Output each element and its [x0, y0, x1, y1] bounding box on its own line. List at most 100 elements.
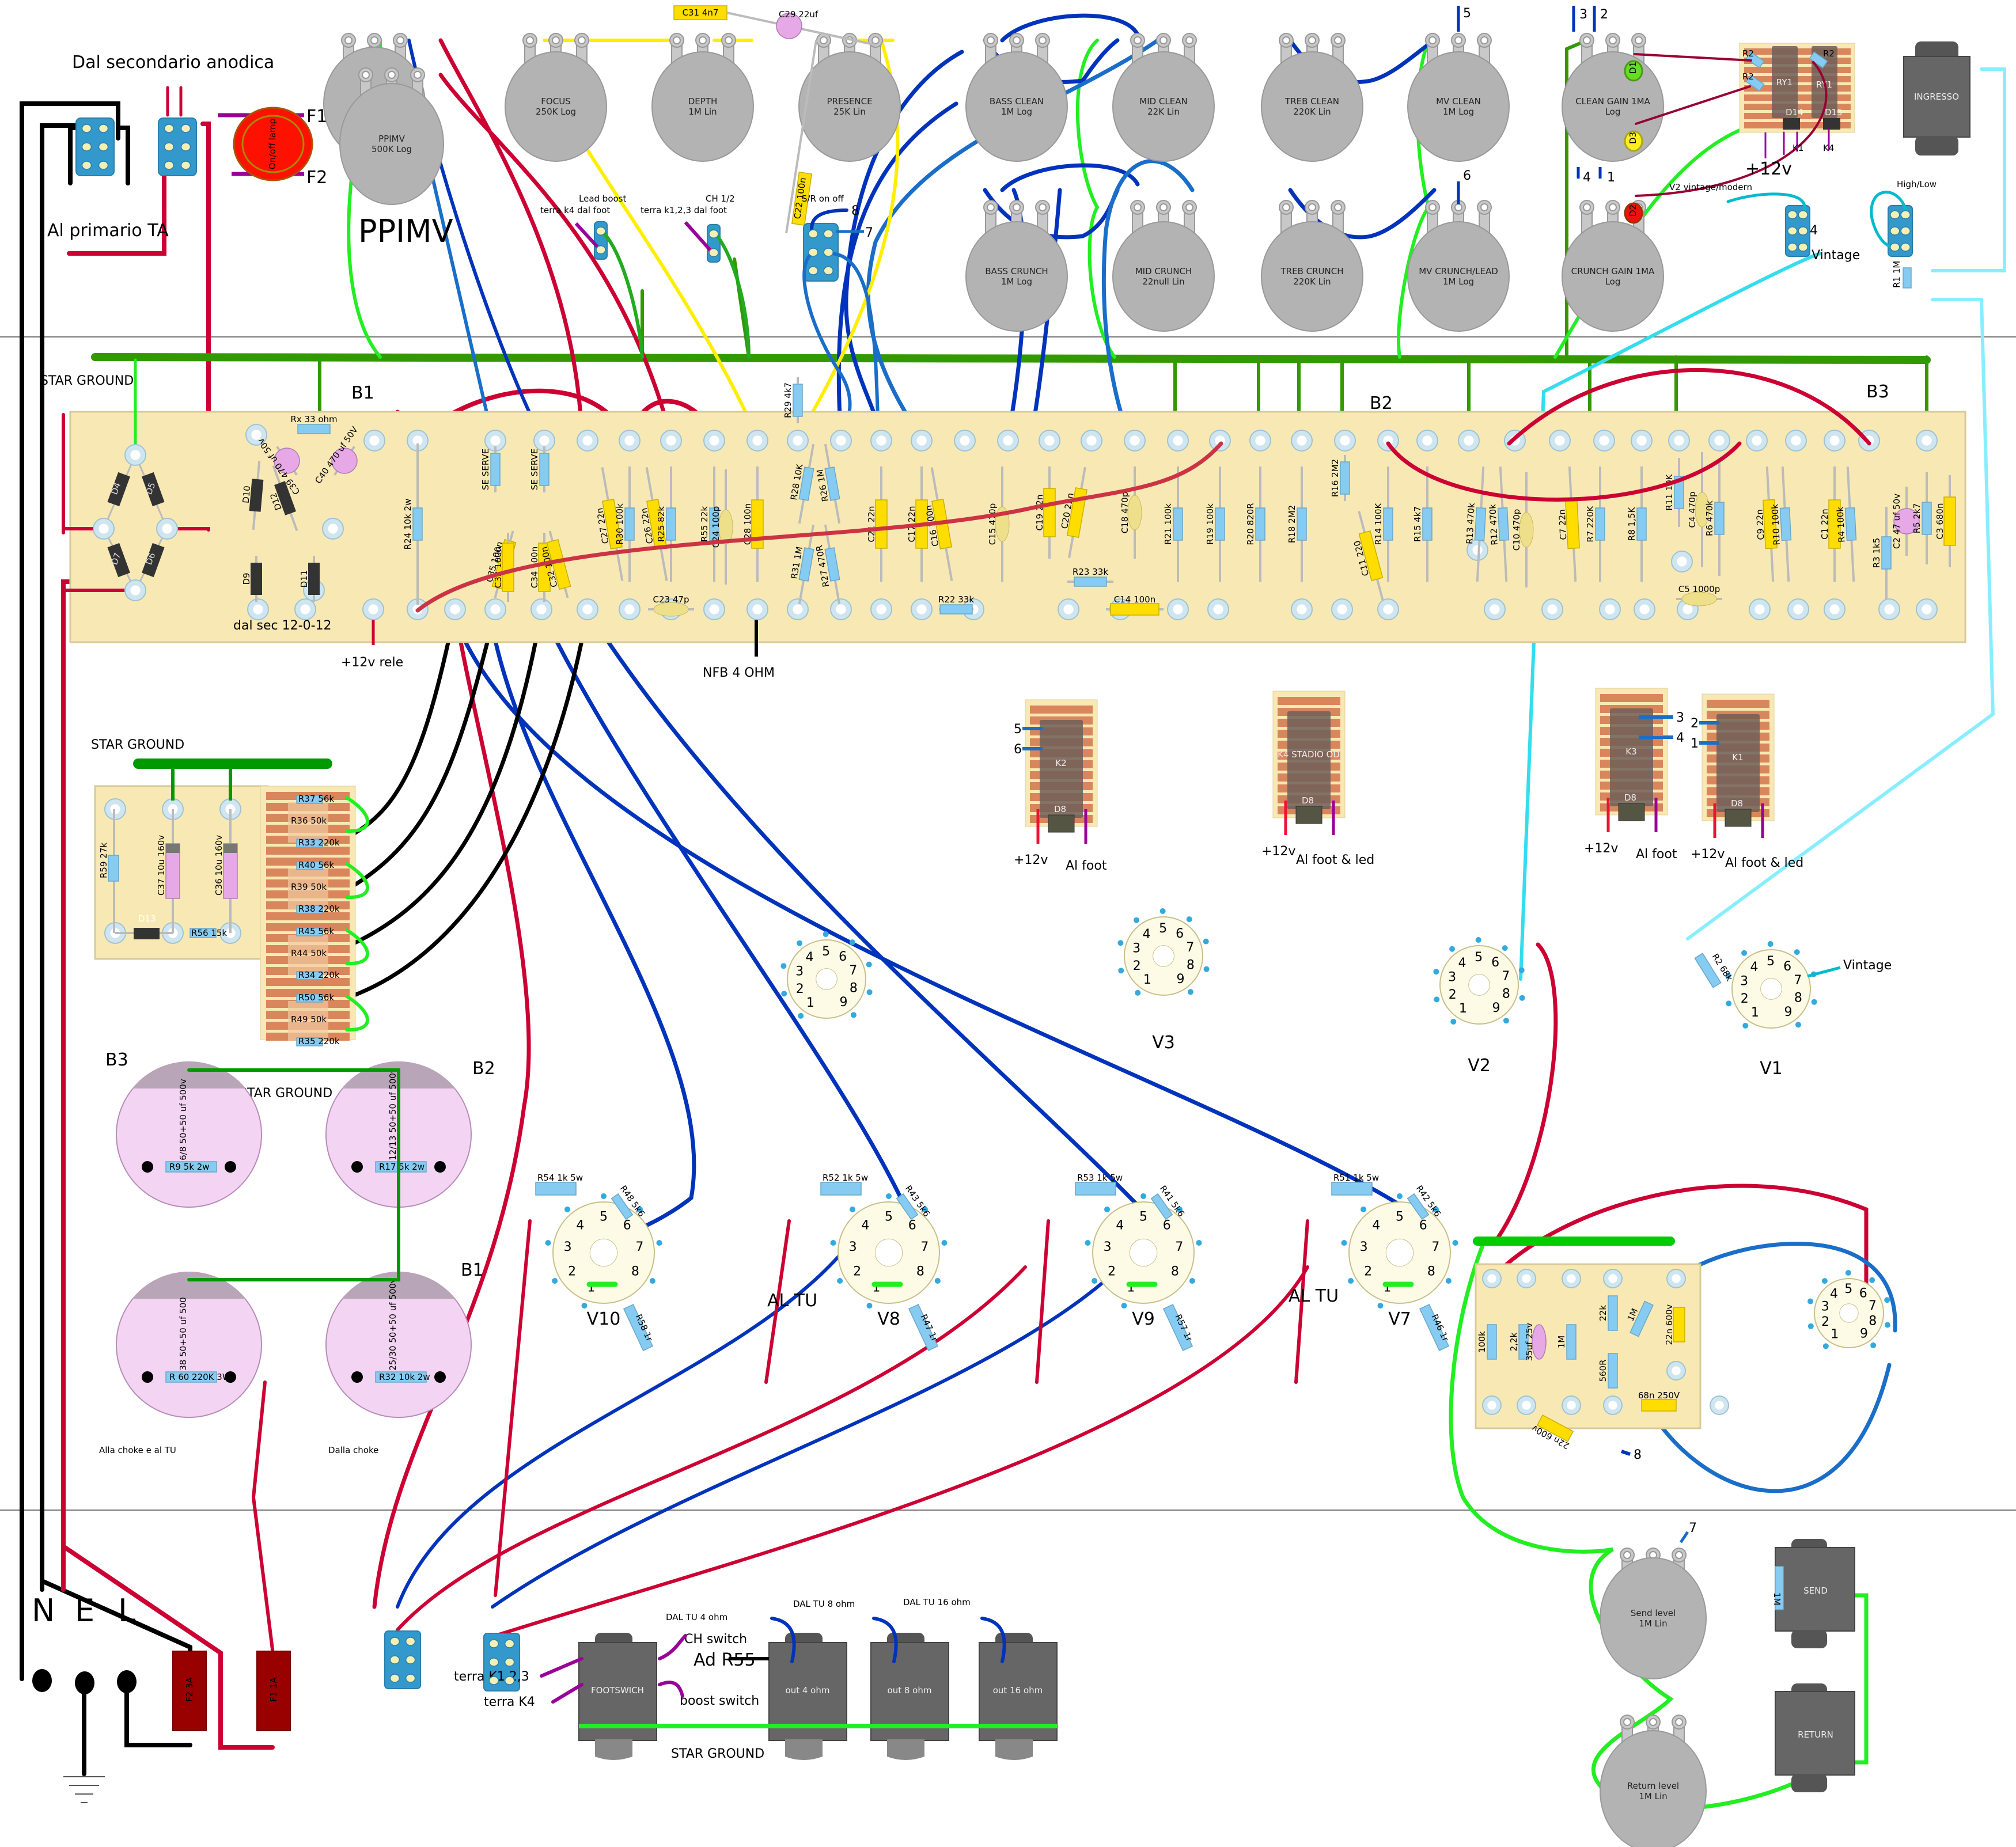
resistor-body [1714, 502, 1725, 535]
electrolytic-cap-body [274, 447, 300, 474]
copper-strip [1600, 694, 1663, 702]
pot-body[interactable] [1600, 1557, 1707, 1679]
capacitor-body [502, 543, 514, 592]
socket-label: V1 [1760, 1059, 1783, 1079]
pot-body[interactable] [651, 51, 754, 162]
label-terra-k4: terra k4 dal foot [540, 205, 610, 215]
trimmer-pot[interactable] [288, 868, 328, 909]
component-label: R21 100k [1163, 503, 1173, 545]
trimmer-pot[interactable] [288, 802, 328, 843]
turret-hole [1608, 1401, 1617, 1410]
socket-pin [1884, 1322, 1890, 1328]
pot-body[interactable] [798, 51, 901, 162]
wire-secondary-in [166, 86, 183, 117]
label-high-low: High/Low [1897, 179, 1937, 189]
wire-switch-grounds [599, 229, 751, 359]
bias-resistor-a [296, 927, 323, 936]
socket-pin-label: 8 [1794, 991, 1802, 1005]
pot-lug-hole [1159, 203, 1168, 211]
pot-body[interactable] [1407, 221, 1510, 332]
turret-hole [1674, 435, 1684, 446]
pot-body[interactable] [1112, 221, 1215, 332]
relay-diode-label: D8 [1731, 798, 1743, 809]
relay-body [1040, 720, 1083, 818]
socket-pin-label: 9 [1492, 1001, 1500, 1015]
send-jack[interactable] [1775, 1547, 1855, 1632]
switch-lug [504, 1676, 515, 1685]
socket-pin [941, 1239, 948, 1246]
switch-lug [98, 161, 109, 170]
socket-pin [866, 961, 872, 968]
pot-lug-hole [1159, 36, 1168, 44]
wire-L-fuse [124, 1679, 192, 1747]
socket-pin [552, 1278, 558, 1284]
label-dal-tu-8: DAL TU 8 ohm [793, 1599, 855, 1609]
component-res: R4 100k [1835, 467, 1857, 582]
relay-pin-label: 1 [1691, 737, 1699, 751]
socket-pin-label: 2 [1741, 992, 1749, 1006]
pot-body[interactable] [1261, 51, 1363, 162]
pot-name: MID CRUNCH [1135, 266, 1192, 276]
pot-body[interactable] [1407, 51, 1510, 162]
pot-body[interactable] [965, 51, 1068, 162]
turret-hole [162, 524, 172, 534]
pot-value: 25K Lin [833, 107, 866, 117]
component-res: R55 22k [699, 467, 719, 582]
pot-body[interactable] [965, 221, 1068, 332]
socket-center [589, 1238, 618, 1267]
trim-label-b: R36 50k [291, 816, 327, 826]
resistor-body [1340, 461, 1350, 495]
pot-body[interactable] [505, 51, 607, 162]
socket-pin [1134, 917, 1140, 923]
turret-hole [1487, 1274, 1496, 1283]
trimmer-pot[interactable] [288, 1001, 328, 1041]
resistor-body [793, 384, 803, 417]
capacitor-body [1828, 499, 1841, 549]
socket-pin-label: 6 [1163, 1218, 1171, 1232]
pot-body[interactable] [1562, 221, 1664, 332]
return-jack[interactable] [1775, 1691, 1855, 1776]
jack-bottom [785, 1739, 823, 1760]
pot-body[interactable] [1112, 51, 1215, 162]
switch-lug [1787, 210, 1798, 219]
filter-terminal [142, 1161, 153, 1173]
label-star-ground-caps: STAR GROUND [239, 1086, 332, 1101]
pot-lug-hole [1583, 203, 1591, 211]
turret-hole [582, 604, 593, 615]
trimmer-pot[interactable] [288, 935, 328, 975]
socket-pin-label: 3 [849, 1240, 857, 1254]
switch-lug [596, 226, 606, 236]
pot-body[interactable] [1261, 221, 1363, 332]
input-jack-ingresso[interactable] [1903, 56, 1970, 138]
turret-hole [98, 524, 109, 534]
wire-led-feeds [1634, 53, 1828, 197]
switch-lug [389, 1655, 400, 1664]
copper-strip [266, 847, 350, 855]
turret-hole [1297, 604, 1307, 615]
relay-diode-label: D8 [1302, 795, 1314, 806]
component-label: C15 470p [987, 503, 998, 545]
wire-pt-sig-3 [585, 608, 1166, 1235]
label-b2-caps: B2 [472, 1059, 495, 1079]
socket-pin [581, 1303, 588, 1309]
pot-body[interactable] [1600, 1730, 1707, 1847]
pot-value: 1M Log [1001, 276, 1032, 287]
pot-body[interactable] [339, 83, 444, 205]
turret-hole [1752, 435, 1762, 446]
